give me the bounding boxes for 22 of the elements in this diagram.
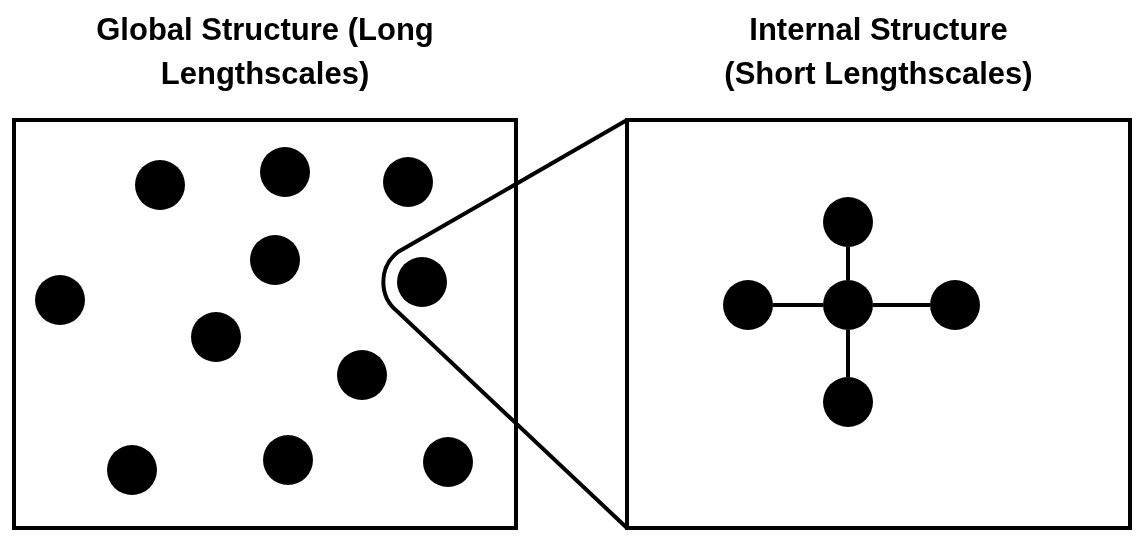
connector-line bbox=[846, 330, 850, 377]
dot bbox=[260, 147, 310, 197]
dot bbox=[337, 350, 387, 400]
dot bbox=[823, 280, 873, 330]
dot bbox=[423, 437, 473, 487]
dot bbox=[35, 275, 85, 325]
dot bbox=[107, 445, 157, 495]
dot bbox=[135, 160, 185, 210]
dot bbox=[823, 377, 873, 427]
dot bbox=[250, 235, 300, 285]
panel-heading: Internal Structure (Short Lengthscales) bbox=[723, 11, 1034, 93]
dot bbox=[930, 280, 980, 330]
dot bbox=[191, 312, 241, 362]
dot bbox=[383, 157, 433, 207]
connector-line bbox=[846, 247, 850, 280]
dot bbox=[823, 197, 873, 247]
connector-line bbox=[773, 303, 823, 307]
connector-line bbox=[873, 303, 930, 307]
dot bbox=[263, 435, 313, 485]
dot bbox=[723, 280, 773, 330]
dot bbox=[397, 257, 447, 307]
panel-heading: Global Structure (Long Lengthscales) bbox=[95, 11, 435, 93]
